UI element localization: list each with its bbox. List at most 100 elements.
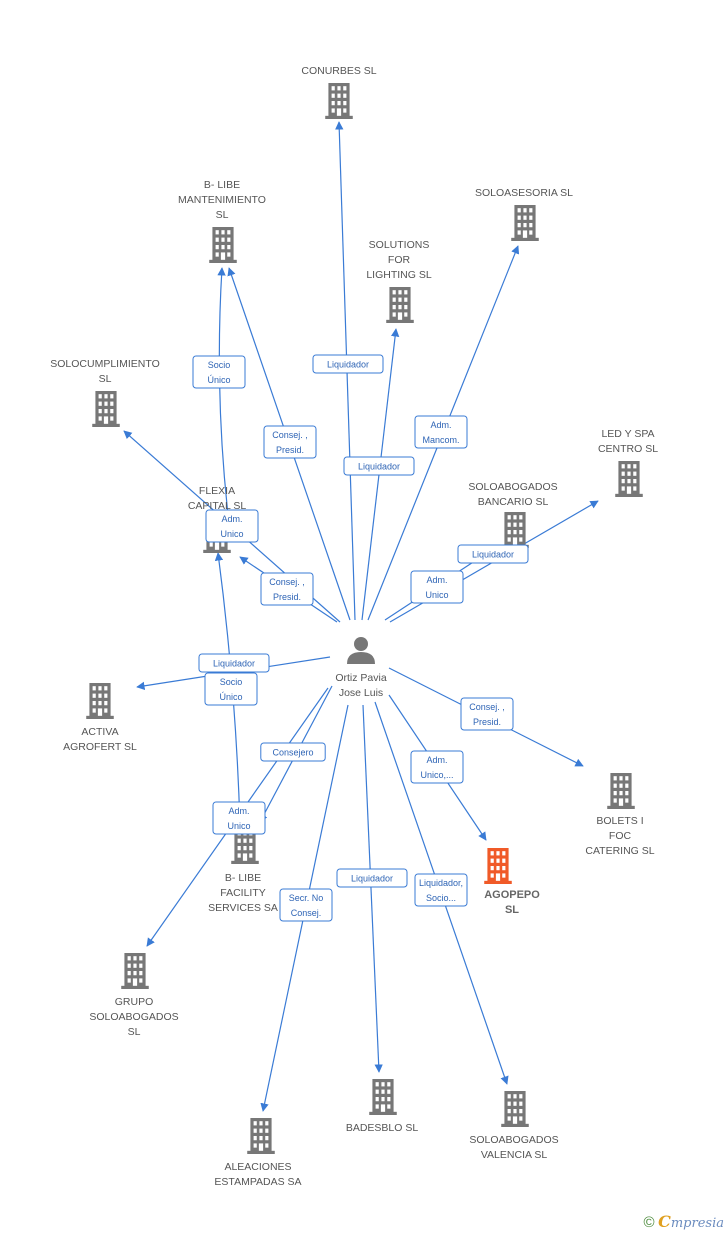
relation-badge-solutions[interactable]: Liquidador	[343, 456, 415, 476]
company-node-flexia[interactable]: FLEXIA CAPITAL SL	[188, 485, 247, 553]
relation-badge-badesblo[interactable]: Liquidador	[336, 868, 408, 888]
company-node-soloasesoria[interactable]: SOLOASESORIA SL	[475, 187, 573, 241]
building-icon	[86, 683, 114, 719]
relation-label: Socio	[208, 360, 231, 370]
relation-label: Liquidador	[358, 462, 400, 472]
relation-badge-ledyspa[interactable]: Liquidador	[457, 544, 529, 564]
relation-label: Liquidador	[472, 550, 514, 560]
company-name: SOLUTIONS	[369, 239, 430, 251]
relation-label: Liquidador	[213, 659, 255, 669]
relation-label: Secr. No	[289, 893, 324, 903]
relation-label: Consej. ,	[269, 577, 305, 587]
company-name: SOLOASESORIA SL	[475, 187, 573, 199]
company-name: CENTRO SL	[598, 443, 658, 455]
brand-logo[interactable]: © Cmpresia	[643, 1212, 724, 1231]
relation-label: Presid.	[276, 445, 304, 455]
relation-label: Consej. ,	[469, 702, 505, 712]
copyright-icon: ©	[643, 1214, 655, 1231]
company-name: LED Y SPA	[601, 428, 654, 440]
company-node-conurbes[interactable]: CONURBES SL	[301, 65, 377, 119]
building-icon	[386, 287, 414, 323]
relation-label: Unico	[425, 590, 448, 600]
building-icon	[247, 1118, 275, 1154]
building-icon	[92, 391, 120, 427]
relation-label: Socio...	[426, 893, 456, 903]
company-name: SERVICES SA	[208, 902, 278, 914]
relation-badge-soloasesoria[interactable]: Adm. Mancom.	[414, 415, 468, 449]
relation-label: Liquidador	[327, 360, 369, 370]
company-name: AGROFERT SL	[63, 741, 137, 753]
relation-label: Adm.	[430, 420, 451, 430]
company-node-solocumplimiento[interactable]: SOLOCUMPLIMIENTO SL	[50, 358, 160, 427]
company-name: B- LIBE	[225, 872, 261, 884]
company-name: B- LIBE	[204, 179, 240, 191]
relation-badge-conurbes[interactable]: Liquidador	[312, 354, 384, 374]
relation-badge-agopepo[interactable]: Adm. Unico,...	[410, 750, 464, 784]
company-name: GRUPO	[115, 996, 154, 1008]
building-icon	[325, 83, 353, 119]
relation-label: Único	[219, 692, 242, 702]
relation-label: Mancom.	[422, 435, 459, 445]
company-node-ledyspa[interactable]: LED Y SPA CENTRO SL	[598, 428, 658, 497]
building-icon	[607, 773, 635, 809]
building-icon	[615, 461, 643, 497]
relation-badge-blibe-mant[interactable]: Consej. , Presid.	[263, 425, 317, 459]
relation-badge-solovalencia[interactable]: Liquidador,Socio...	[414, 873, 468, 907]
relation-label: Consej.	[291, 908, 322, 918]
company-name: FLEXIA	[199, 485, 235, 497]
company-name: BOLETS I	[596, 815, 643, 827]
relation-badge-grupo[interactable]: Adm.Unico	[212, 801, 266, 835]
relation-label: Presid.	[273, 592, 301, 602]
relation-label: Consejero	[272, 748, 313, 758]
company-name: CAPITAL SL	[188, 500, 247, 512]
company-name: FOR	[388, 254, 411, 266]
relation-badge-aleaciones[interactable]: Secr. No Consej.	[279, 888, 333, 922]
edges-layer	[123, 121, 599, 1112]
relation-label: Liquidador	[351, 874, 393, 884]
relation-badge-bolets[interactable]: Consej. ,Presid.	[460, 697, 514, 731]
relation-label: Unico,...	[420, 770, 453, 780]
company-node-blibe-mant[interactable]: B- LIBE MANTENIMIENTO SL	[178, 179, 266, 263]
building-icon	[511, 205, 539, 241]
company-name: VALENCIA SL	[481, 1149, 547, 1161]
company-name: ACTIVA	[81, 726, 118, 738]
building-icon	[484, 848, 512, 884]
person-name-line2: Jose Luis	[339, 687, 383, 699]
company-name: CATERING SL	[585, 845, 654, 857]
relation-label: Adm.	[426, 755, 447, 765]
company-name: ALEACIONES	[224, 1161, 291, 1173]
relation-badge-solobancario[interactable]: Adm.Unico	[410, 570, 464, 604]
company-name: SL	[505, 904, 519, 916]
company-name: SOLOCUMPLIMIENTO	[50, 358, 160, 370]
company-node-aleaciones[interactable]: ALEACIONES ESTAMPADAS SA	[214, 1118, 302, 1188]
relation-badge-solocumplimiento[interactable]: Adm.Unico	[205, 509, 259, 543]
building-icon	[501, 512, 529, 548]
relation-label: Adm.	[221, 514, 242, 524]
building-icon	[209, 227, 237, 263]
relation-label: Consej. ,	[272, 430, 308, 440]
company-name: ESTAMPADAS SA	[214, 1176, 301, 1188]
person-icon	[347, 637, 375, 664]
relation-badge-flexia[interactable]: Consej. , Presid.	[260, 572, 314, 606]
relation-badge-activa[interactable]: Liquidador	[198, 653, 270, 673]
building-icon	[501, 1091, 529, 1127]
company-node-badesblo[interactable]: BADESBLO SL	[346, 1079, 419, 1134]
company-name: MANTENIMIENTO	[178, 194, 266, 206]
company-name: SL	[99, 373, 112, 385]
company-node-activa[interactable]: ACTIVA AGROFERT SL	[63, 683, 137, 753]
company-name: SL	[216, 209, 229, 221]
relation-badge-blibe-fac[interactable]: Consejero	[260, 742, 326, 762]
building-icon	[369, 1079, 397, 1115]
